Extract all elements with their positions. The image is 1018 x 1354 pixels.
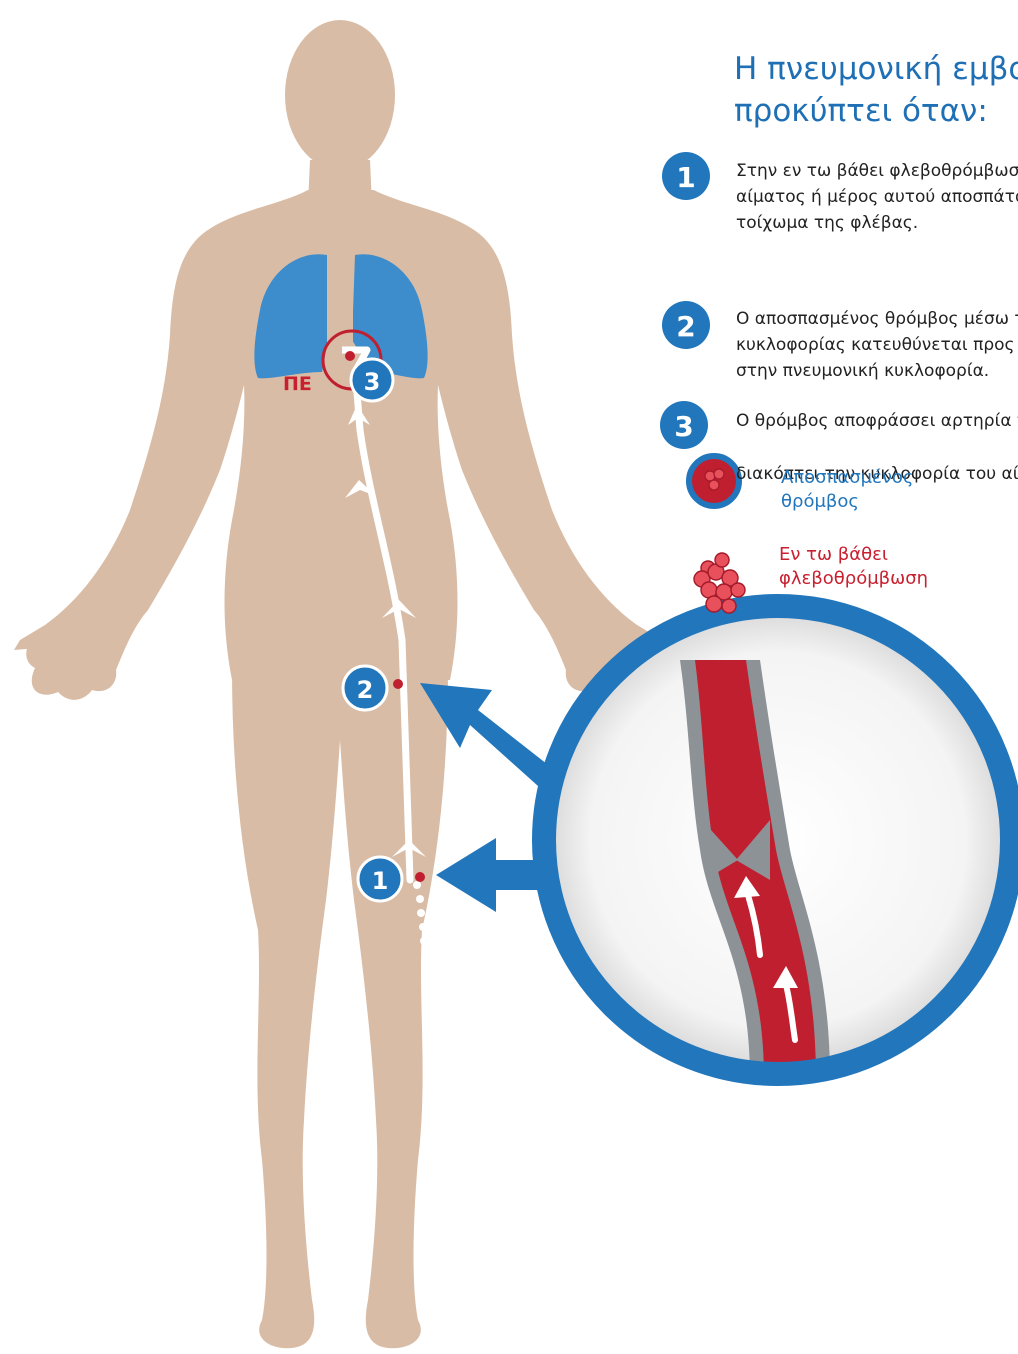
title-line-1: Η πνευμονική εμβολή [734,48,1018,90]
dvt-label: Εν τω βάθει φλεβοθρόμβωση [779,543,928,591]
body-marker-3: 3 [351,359,393,401]
step-3-line-1: Ο θρόμβος αποφράσσει αρτηρία του πνεύμον… [736,408,1018,434]
step-3-text: Ο θρόμβος αποφράσσει αρτηρία του πνεύμον… [736,408,1018,434]
pe-clot-dot [345,351,355,361]
clot-origin-dot [415,872,425,882]
step-1-line-2: αίματος ή μέρος αυτού αποσπάται από το [736,184,1018,210]
step-2-line-1: Ο αποσπασμένος θρόμβος μέσω της [736,306,1018,332]
title-line-2: προκύπτει όταν: [734,90,1018,132]
pe-label: ΠΕ [283,373,312,395]
step-1-text: Στην εν τω βάθει φλεβοθρόμβωση, ο θρόμβο… [736,158,1018,236]
step-badge-1: 1 [662,152,710,200]
svg-text:3: 3 [674,410,693,443]
step-2-line-3: στην πνευμονική κυκλοφορία. [736,358,1018,384]
page-title: Η πνευμονική εμβολή προκύπτει όταν: [734,48,1018,132]
step-badge-3: 3 [660,401,708,449]
step-2-line-2: κυκλοφορίας κατευθύνεται προς την καρδιά… [736,332,1018,358]
detached-clot-label-line-2: θρόμβος [781,490,914,514]
moving-clot-dot [393,679,403,689]
body-marker-1: 1 [358,857,402,901]
detached-clot-label: Αποσπασμένος θρόμβος [781,466,914,514]
step-1-line-3: τοίχωμα της φλέβας. [736,210,1018,236]
svg-text:2: 2 [676,310,695,343]
callout-arrow-lower [436,838,544,912]
svg-text:3: 3 [364,368,381,396]
detached-clot-label-line-1: Αποσπασμένος [781,466,914,490]
svg-text:1: 1 [676,161,695,194]
dvt-label-line-1: Εν τω βάθει [779,543,928,567]
body-silhouette [14,20,668,1348]
body-marker-2: 2 [343,666,387,710]
svg-text:2: 2 [357,676,374,704]
detached-clot-magnifier [689,456,739,506]
step-2-text: Ο αποσπασμένος θρόμβος μέσω της κυκλοφορ… [736,306,1018,384]
svg-text:1: 1 [372,867,389,895]
step-1-line-1: Στην εν τω βάθει φλεβοθρόμβωση, ο θρόμβο… [736,158,1018,184]
step-badge-2: 2 [662,301,710,349]
dvt-label-line-2: φλεβοθρόμβωση [779,567,928,591]
